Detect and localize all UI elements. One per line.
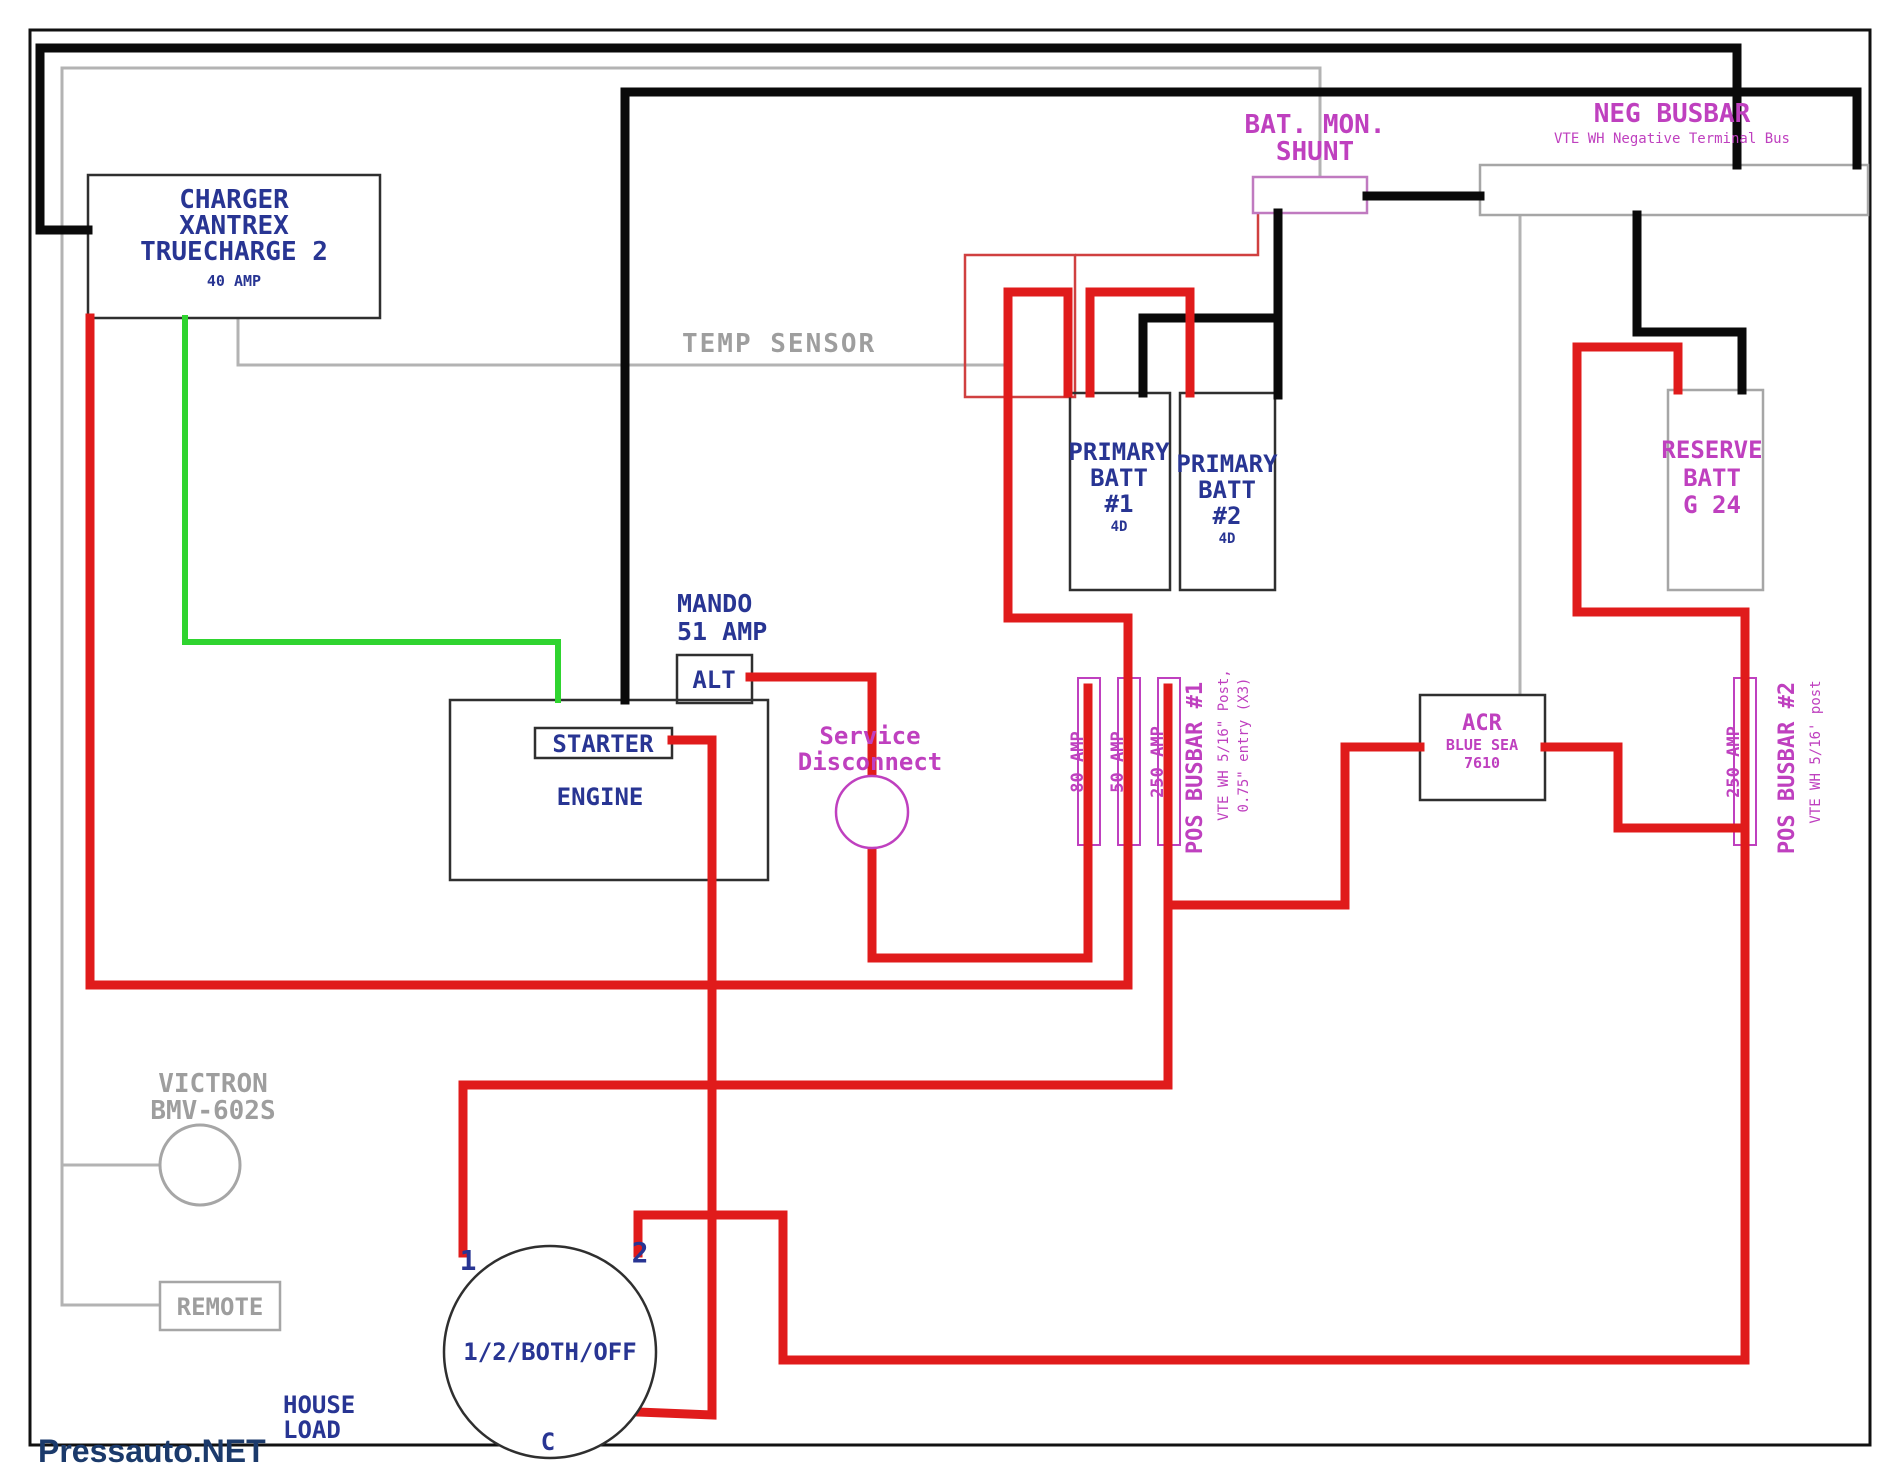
neg-busbar-subtitle: VTE WH Negative Terminal Bus [1554, 131, 1790, 147]
service-disconnect-circle [834, 774, 910, 850]
remote-box [158, 1280, 282, 1332]
acr-label-3: 7610 [1464, 754, 1500, 772]
batt1-label-1: PRIMARY [1068, 438, 1170, 466]
switch-terminal-common: C [541, 1428, 555, 1456]
fuse-250amp-busbar1-label: 250 AMP [1148, 726, 1168, 798]
victron-label-1: VICTRON [158, 1069, 268, 1099]
pos-busbar1-title: POS BUSBAR #1 [1183, 682, 1208, 854]
batt2-label-2: BATT [1198, 476, 1256, 504]
acr-label-1: ACR [1462, 711, 1502, 736]
wire-starter-cable [633, 735, 717, 1420]
engine-box [448, 698, 770, 882]
service-disconnect-label-2: Disconnect [798, 748, 943, 776]
remote-label: REMOTE [177, 1293, 264, 1321]
engine-label: ENGINE [557, 783, 644, 811]
charger-label-4: 40 AMP [207, 272, 261, 290]
neg-busbar-title: NEG BUSBAR [1594, 99, 1751, 129]
shunt-label-2: SHUNT [1276, 137, 1354, 167]
battery-switch-label: 1/2/BOTH/OFF [463, 1338, 636, 1366]
charger-label-3: TRUECHARGE 2 [140, 237, 328, 267]
wire-charger-negative [35, 43, 1742, 235]
alternator-label-2: 51 AMP [677, 617, 767, 646]
fuse-250amp-busbar2-label: 250 AMP [1724, 726, 1744, 798]
wire-busbar1-to-acr [1163, 742, 1425, 910]
house-load-label-1: HOUSE [283, 1391, 355, 1419]
acr-label-2: BLUE SEA [1446, 736, 1518, 754]
reserve-label-2: BATT [1683, 464, 1741, 492]
wire-charger-control [182, 315, 561, 703]
batt2-label-1: PRIMARY [1176, 450, 1278, 478]
batt2-label-3: #2 [1213, 502, 1242, 530]
wire-acr-to-busbar2 [1540, 742, 1750, 833]
wire-battery-neg-jumper [1138, 313, 1283, 398]
wire-busbar1-to-switch-1 [458, 683, 1173, 1258]
switch-terminal-2: 2 [632, 1236, 649, 1269]
batt2-label-4: 4D [1219, 531, 1236, 547]
victron-label-2: BMV-602S [150, 1096, 275, 1126]
reserve-batt-box [1666, 388, 1765, 592]
victron-meter-circle [158, 1123, 242, 1207]
fuse-80amp-label: 80 AMP [1068, 731, 1088, 792]
charger-label-1: CHARGER [179, 185, 289, 215]
shunt-sense-box [963, 253, 1077, 399]
temp-sensor-label: TEMP SENSOR [682, 329, 876, 359]
starter-label: STARTER [552, 730, 654, 758]
shunt-box [1251, 175, 1369, 215]
charger-label-2: XANTREX [179, 211, 289, 241]
wire-alternator-positive [745, 672, 1093, 963]
primary-batt-1-box [1068, 391, 1172, 592]
neg-busbar-box [1478, 163, 1870, 217]
switch-terminal-1: 1 [460, 1244, 477, 1277]
fuse-50amp-label: 50 AMP [1108, 731, 1128, 792]
pos-busbar1-subtitle2: 0.75" entry (X3) [1236, 678, 1252, 813]
batt1-label-2: BATT [1090, 464, 1148, 492]
pos-busbar2-subtitle: VTE WH 5/16' post [1808, 680, 1824, 823]
wire-engine-negative [620, 87, 1862, 705]
page-border [28, 28, 1872, 1447]
alternator-box-label: ALT [692, 666, 735, 694]
wire-switch-2-to-busbar2 [633, 607, 1750, 1365]
reserve-label-3: G 24 [1683, 491, 1741, 519]
house-load-label-2: LOAD [283, 1416, 341, 1444]
wire-shunt-to-victron-remote [60, 66, 1322, 1307]
batt1-label-3: #1 [1105, 490, 1134, 518]
charger-box [86, 173, 382, 320]
watermark: Pressauto.NET [38, 1433, 266, 1468]
primary-batt-2-box [1178, 391, 1277, 592]
service-disconnect-label-1: Service [819, 722, 920, 750]
reserve-label-1: RESERVE [1661, 436, 1762, 464]
wire-charger-positive [85, 287, 1133, 990]
battery-switch-circle [442, 1244, 658, 1460]
pos-busbar2-title: POS BUSBAR #2 [1775, 682, 1800, 854]
shunt-label-1: BAT. MON. [1245, 110, 1386, 140]
alternator-label-1: MANDO [677, 589, 752, 618]
wire-shunt-sense [1075, 213, 1260, 257]
wire-reserve-negative [1632, 210, 1747, 395]
batt1-label-4: 4D [1111, 519, 1128, 535]
wire-battery-pos-jumper [1085, 287, 1195, 398]
pos-busbar1-subtitle1: VTE WH 5/16" Post, [1216, 669, 1232, 821]
wire-reserve-positive [1572, 342, 1750, 617]
